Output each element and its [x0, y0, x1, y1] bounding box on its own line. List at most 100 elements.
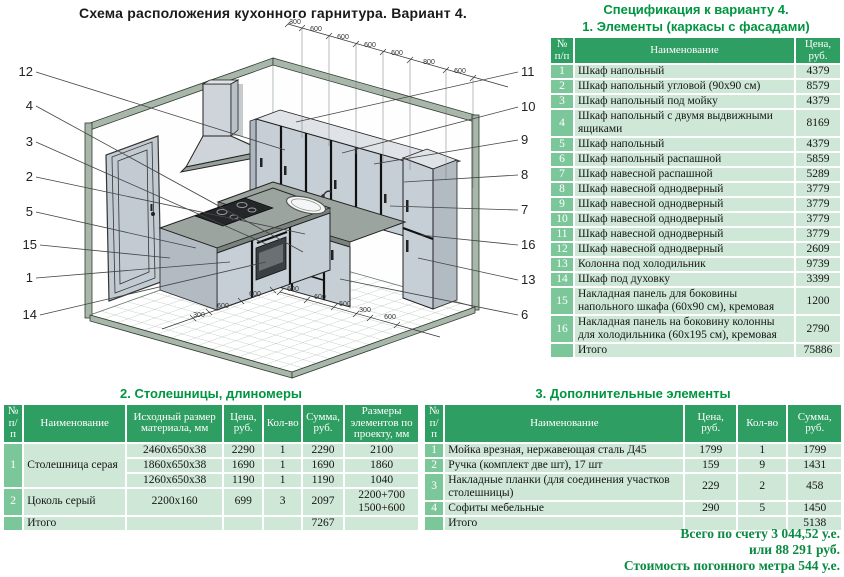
col-header-num: № п/п — [422, 403, 446, 444]
row-num: 13 — [549, 256, 575, 274]
item-name: Шкаф навесной однодверный — [573, 211, 796, 229]
item-name: Софиты мебельные — [443, 499, 686, 517]
dim-label: 300 — [359, 307, 371, 314]
header-row: № п/п Наименование Цена, руб. — [549, 35, 842, 66]
item-price: 159 — [683, 456, 738, 474]
callout-numbers: 12 4 3 2 5 15 1 14 11 10 9 8 7 16 13 — [19, 64, 536, 322]
row-num: 4 — [422, 499, 446, 517]
dim-label: 600 — [364, 42, 376, 49]
item-name: Шкаф напольный — [573, 136, 796, 154]
item-sum: 2097 — [300, 486, 346, 517]
item-price: 1190 — [222, 471, 265, 489]
item-price: 4379 — [794, 136, 842, 154]
total-row: Итого 5138 — [422, 514, 843, 532]
dimension-labels: 300 600 600 600 600 800 600 600 600 300 … — [193, 19, 466, 321]
item-name: Шкаф напольный — [573, 63, 796, 81]
dim-label: 600 — [384, 314, 396, 321]
row-num: 1 — [549, 63, 575, 81]
item-price: 1690 — [222, 456, 265, 474]
item-price: 2790 — [794, 314, 842, 345]
item-price: 229 — [683, 471, 738, 502]
col-header-price: Цена, руб. — [794, 35, 842, 66]
item-name: Шкаф напольный под мойку — [573, 93, 796, 111]
item-name: Мойка врезная, нержавеющая сталь Д45 — [443, 441, 686, 459]
item-price: 9739 — [794, 256, 842, 274]
table-row: 2 Цоколь серый 2200x160 699 3 2097 2200+… — [1, 486, 420, 517]
col-header-qty: Кол-во — [735, 403, 789, 444]
col-header-sum: Сумма, руб. — [300, 403, 346, 444]
callout-10: 10 — [521, 99, 535, 114]
dim-label: 500 — [339, 301, 351, 308]
item-qty: 2 — [735, 471, 789, 502]
callout-3: 3 — [26, 134, 33, 149]
item-proj: 2100 — [343, 441, 420, 459]
door-handle-icon — [151, 212, 155, 216]
col-header-price: Цена, руб. — [222, 403, 265, 444]
header-row: № п/п Наименование Исходный размер матер… — [1, 403, 420, 444]
row-num: 16 — [549, 314, 575, 345]
col-header-num: № п/п — [549, 35, 575, 66]
item-name: Накладные планки (для соединения участко… — [443, 471, 686, 502]
item-qty: 1 — [262, 456, 303, 474]
item-price: 8579 — [794, 78, 842, 96]
item-name: Шкаф напольный угловой (90x90 см) — [573, 78, 796, 96]
additional-title: 3. Дополнительные элементы — [535, 386, 731, 401]
callout-lines — [35, 71, 519, 316]
dim-label: 600 — [337, 34, 349, 41]
callout-15: 15 — [23, 237, 37, 252]
col-header-name: Наименование — [443, 403, 686, 444]
item-sum: 458 — [786, 471, 843, 502]
dimension-lines — [161, 20, 509, 338]
col-header-name: Наименование — [22, 403, 128, 444]
item-name: Цоколь серый — [22, 486, 128, 517]
row-num: 15 — [549, 286, 575, 317]
dim-label: 600 — [217, 303, 229, 310]
item-proj: 1860 — [343, 456, 420, 474]
item-price: 4379 — [794, 93, 842, 111]
total-label: Итого — [443, 514, 686, 532]
total-label: Итого — [22, 514, 128, 532]
row-num: 12 — [549, 241, 575, 259]
item-qty: 9 — [735, 456, 789, 474]
dim-label: 300 — [289, 19, 301, 26]
item-proj: 1040 — [343, 471, 420, 489]
col-header-size: Исходный размер материала, мм — [125, 403, 225, 444]
diagram-title: Схема расположения кухонного гарнитура. … — [79, 5, 467, 21]
door — [105, 135, 162, 302]
item-size: 1860x650x38 — [125, 456, 225, 474]
col-header-num: № п/п — [1, 403, 25, 444]
row-num: 5 — [549, 136, 575, 154]
row-num: 3 — [422, 471, 446, 502]
item-name: Шкаф навесной однодверный — [573, 241, 796, 259]
item-qty: 5 — [735, 499, 789, 517]
callout-12: 12 — [19, 64, 33, 79]
total-ue-line: Всего по счету 3 044,52 у.е. — [680, 526, 840, 541]
item-name: Колонна под холодильник — [573, 256, 796, 274]
col-header-sum: Сумма, руб. — [786, 403, 843, 444]
callout-9: 9 — [521, 132, 528, 147]
sink — [285, 190, 332, 215]
item-name: Шкаф навесной однодверный — [573, 196, 796, 214]
callout-5: 5 — [26, 204, 33, 219]
row-num — [422, 514, 446, 532]
item-name: Шкаф навесной однодверный — [573, 226, 796, 244]
row-num: 2 — [1, 486, 25, 517]
total-value: 75886 — [794, 342, 842, 360]
kitchen-layout-diagram: Схема расположения кухонного гарнитура. … — [0, 0, 546, 382]
col-header-proj: Размеры элементов по проекту, мм — [343, 403, 420, 444]
callout-11: 11 — [521, 64, 535, 79]
row-num: 1 — [422, 441, 446, 459]
callout-7: 7 — [521, 202, 528, 217]
col-header-price: Цена, руб. — [683, 403, 738, 444]
specification-table-block: Спецификация к варианту 4. 1. Элементы (… — [549, 2, 843, 360]
item-size: 1260x650x38 — [125, 471, 225, 489]
item-name: Шкаф навесной распашной — [573, 166, 796, 184]
row-num: 6 — [549, 151, 575, 169]
